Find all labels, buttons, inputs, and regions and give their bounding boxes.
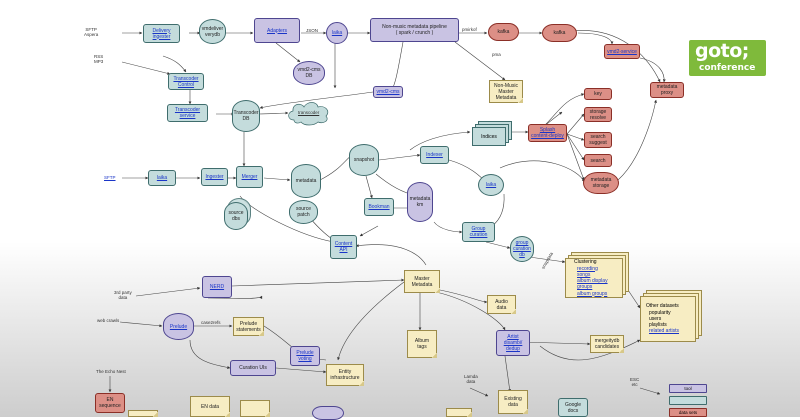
search-node[interactable]: search (584, 154, 612, 167)
kafka-node-2: kafka (542, 24, 577, 42)
pma-label: pma (492, 52, 501, 57)
clustering-album-groups[interactable]: album groups (577, 290, 608, 297)
clustering-songs[interactable]: songs (577, 271, 591, 278)
other-users: users (649, 315, 662, 322)
clustering-sheet: Clustering recording songs album display… (565, 258, 623, 298)
goto-conference-logo: goto; conference (689, 40, 766, 76)
indices-stack: Indices (472, 121, 512, 146)
ingester-node[interactable]: Ingester (201, 168, 228, 186)
en-data-note: EN data (190, 396, 230, 417)
legend-service (669, 396, 707, 405)
clustering-album-display[interactable]: album display groups (577, 278, 608, 291)
merger-node[interactable]: Merger (236, 166, 263, 188)
laika-db-2: laika (478, 174, 504, 196)
json-label: JSON (306, 28, 319, 33)
legend-tool: tool (669, 384, 707, 393)
logo-sub: conference (699, 63, 756, 73)
vmd2-cms-node[interactable]: vmd2-cms (373, 86, 403, 98)
web-crawls-label: web crawls (97, 318, 120, 323)
adapters-node[interactable]: Adapters (254, 18, 300, 43)
kafka-node-1: kafka (488, 23, 519, 41)
transcoder-cloud-label: transcoder (298, 110, 320, 115)
metadata-db: metadata (291, 164, 321, 198)
clustering-recording[interactable]: recording (577, 265, 598, 272)
prelude-db: Prelude (163, 313, 194, 340)
other-datasets-sheet: Other datasets popularity users playlist… (640, 296, 696, 342)
laika-db-1: laika (326, 22, 348, 44)
other-popularity: popularity (649, 309, 671, 316)
en-data-note-2 (240, 400, 270, 417)
clustering-title: Clustering (574, 259, 597, 266)
legend-data-sets: data sets (669, 408, 707, 417)
indexer-node[interactable]: Indexer (420, 146, 449, 164)
bookman-node[interactable]: Bookman (364, 198, 394, 216)
nerd-node[interactable]: NERD (202, 276, 232, 298)
clustering-stack: Clustering recording songs album display… (565, 252, 629, 298)
other-playlists: playlists (649, 322, 667, 329)
vmd2-service-node[interactable]: vmd2-service (604, 44, 640, 59)
pmirkof-label: pmirkof (462, 27, 477, 32)
cases-label: case2refs (201, 320, 221, 325)
non-music-pipeline-node[interactable]: Non-music metadata pipeline( spark / cru… (370, 18, 459, 42)
other-datasets-stack: Other datasets popularity users playlist… (640, 290, 702, 342)
echo-nest-label: The Echo Nest (96, 369, 126, 374)
key-node[interactable]: key (584, 88, 612, 100)
curation-uis-node[interactable]: Curation UIs (230, 360, 276, 376)
laika-node-3[interactable]: laika (148, 170, 176, 186)
indices-label: Indices (472, 127, 506, 146)
other-related-artists[interactable]: related artists (649, 328, 680, 335)
transcoder-cloud (288, 102, 329, 126)
bottom-db (312, 406, 344, 420)
en-data-note-3 (128, 410, 158, 417)
bottom-note (446, 408, 472, 417)
sftp-label: SFTP (104, 175, 116, 180)
other-datasets-title: Other datasets (646, 303, 679, 310)
logo-word: goto; (695, 40, 749, 62)
snapshot-db: snapshot (349, 144, 379, 176)
